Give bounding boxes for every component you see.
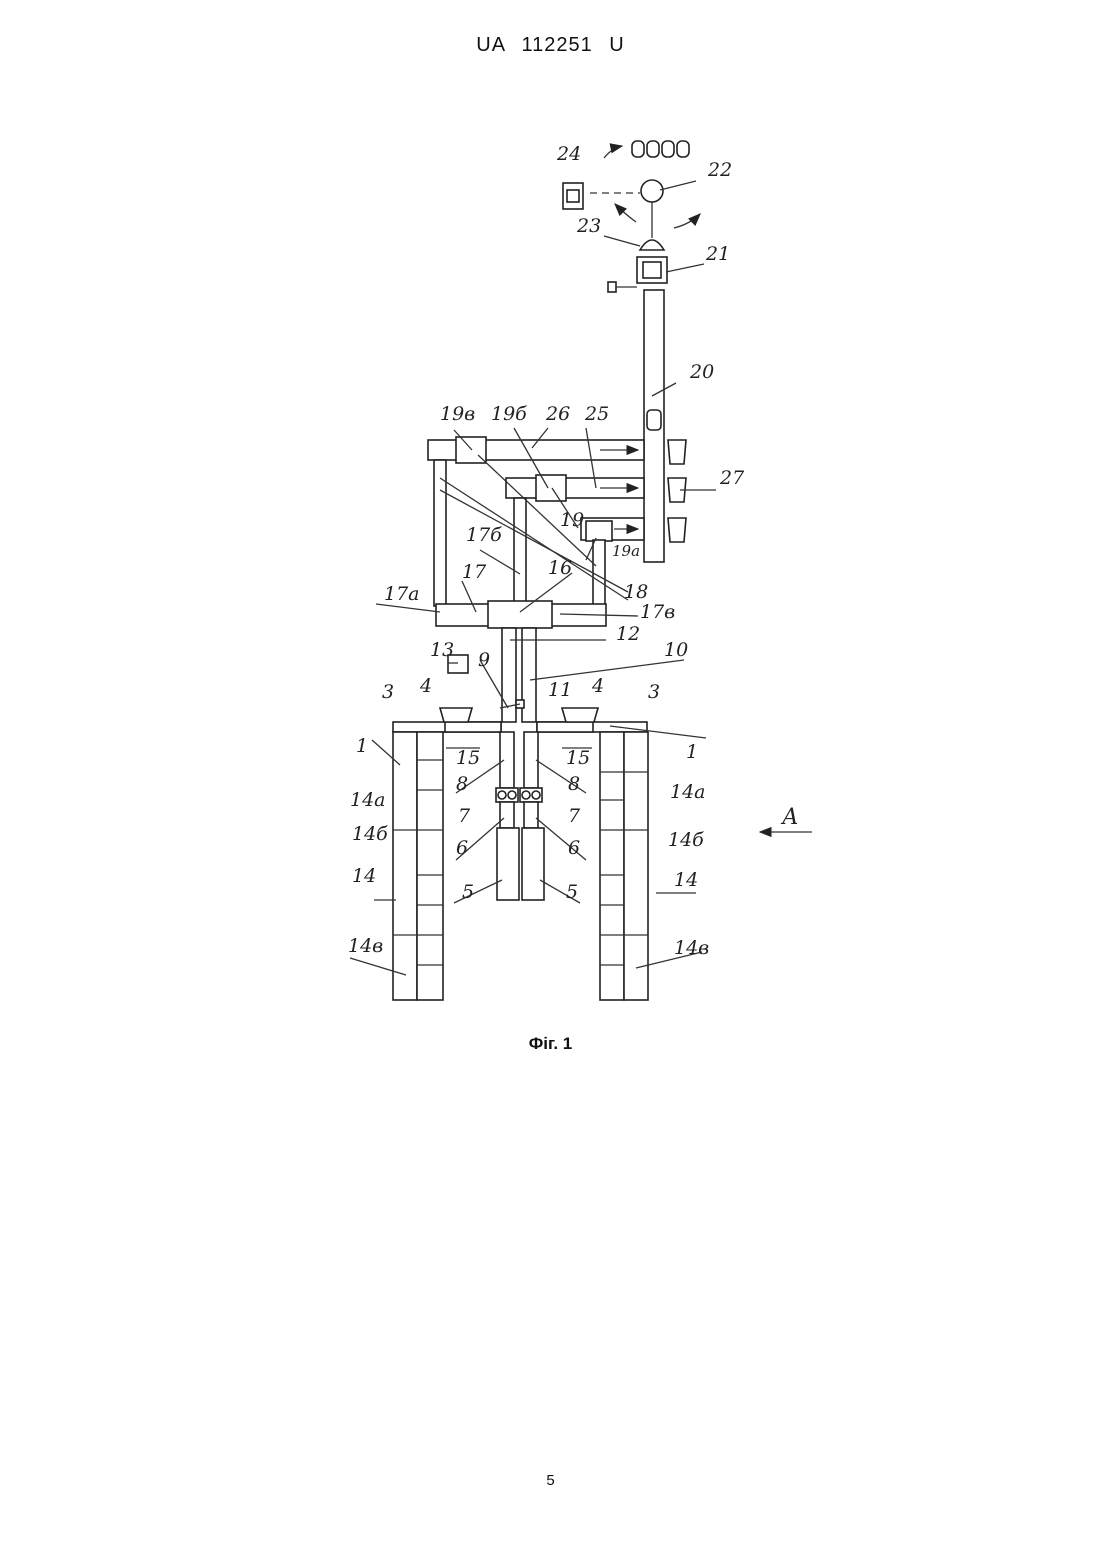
label-17a: 17а bbox=[384, 583, 420, 605]
label-19a: 19а bbox=[612, 542, 640, 560]
label-8-left: 8 bbox=[456, 773, 468, 795]
label-24: 24 bbox=[556, 143, 581, 165]
label-17: 17 bbox=[462, 561, 487, 583]
label-16: 16 bbox=[548, 557, 572, 579]
label-25: 25 bbox=[584, 403, 609, 425]
label-1-right: 1 bbox=[686, 741, 698, 763]
label-5-right: 5 bbox=[566, 881, 578, 903]
label-6-right: 6 bbox=[568, 837, 580, 859]
label-27: 27 bbox=[719, 467, 745, 489]
label-4-right: 4 bbox=[591, 675, 604, 697]
label-6-left: 6 bbox=[456, 837, 468, 859]
label-1-left: 1 bbox=[356, 735, 368, 757]
label-17v: 17в bbox=[640, 601, 675, 623]
label-7-left: 7 bbox=[458, 805, 471, 827]
label-7-right: 7 bbox=[568, 805, 581, 827]
label-14-right: 14 bbox=[674, 869, 698, 891]
label-5-left: 5 bbox=[462, 881, 474, 903]
label-19: 19 bbox=[560, 509, 584, 531]
label-14a-left: 14а bbox=[350, 789, 386, 811]
label-13: 13 bbox=[430, 639, 454, 661]
label-4-left: 4 bbox=[419, 675, 432, 697]
label-9: 9 bbox=[478, 649, 490, 671]
label-12: 12 bbox=[616, 623, 640, 645]
label-14b-right: 14б bbox=[668, 829, 704, 851]
label-23: 23 bbox=[576, 215, 601, 237]
label-14v-left: 14в bbox=[348, 935, 383, 957]
label-15-right: 15 bbox=[566, 747, 590, 769]
label-17b: 17б bbox=[466, 524, 502, 546]
label-21: 21 bbox=[705, 243, 730, 265]
page-number: 5 bbox=[0, 1472, 1101, 1489]
label-3-right: 3 bbox=[648, 681, 660, 703]
label-14b-left: 14б bbox=[352, 823, 388, 845]
figure-caption: Фіг. 1 bbox=[0, 1034, 1101, 1054]
label-14v-right: 14в bbox=[674, 937, 709, 959]
label-14a-right: 14а bbox=[670, 781, 706, 803]
label-18: 18 bbox=[624, 581, 648, 603]
label-3-left: 3 bbox=[382, 681, 394, 703]
label-19v: 19в bbox=[440, 403, 475, 425]
label-14-left: 14 bbox=[352, 865, 376, 887]
label-26: 26 bbox=[545, 403, 570, 425]
label-A: А bbox=[780, 805, 799, 830]
label-19b: 19б bbox=[491, 403, 527, 425]
label-15-left: 15 bbox=[456, 747, 480, 769]
label-8-right: 8 bbox=[568, 773, 580, 795]
label-20: 20 bbox=[689, 361, 714, 383]
label-22: 22 bbox=[707, 159, 732, 181]
label-11: 11 bbox=[548, 679, 572, 701]
label-10: 10 bbox=[664, 639, 688, 661]
